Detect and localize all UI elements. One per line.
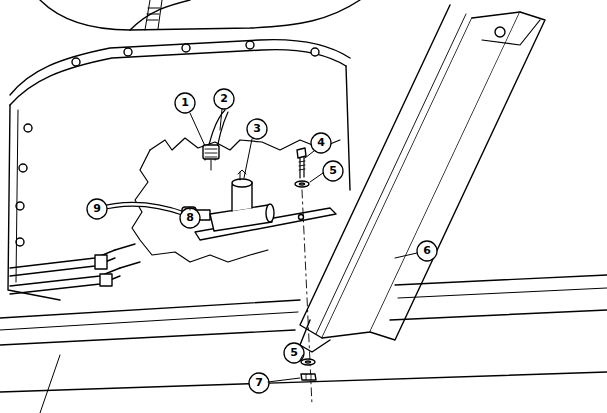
callout-number: 4	[311, 133, 331, 153]
callout-number: 5	[284, 343, 304, 363]
callout-number: 9	[87, 199, 107, 219]
callout-number: 3	[247, 119, 267, 139]
callout-number: 1	[175, 93, 195, 113]
callout-number: 5	[323, 161, 343, 181]
callout-number: 6	[417, 241, 437, 261]
callout-number: 8	[180, 208, 200, 228]
callout-number: 2	[214, 89, 234, 109]
callout-number: 7	[249, 373, 269, 393]
